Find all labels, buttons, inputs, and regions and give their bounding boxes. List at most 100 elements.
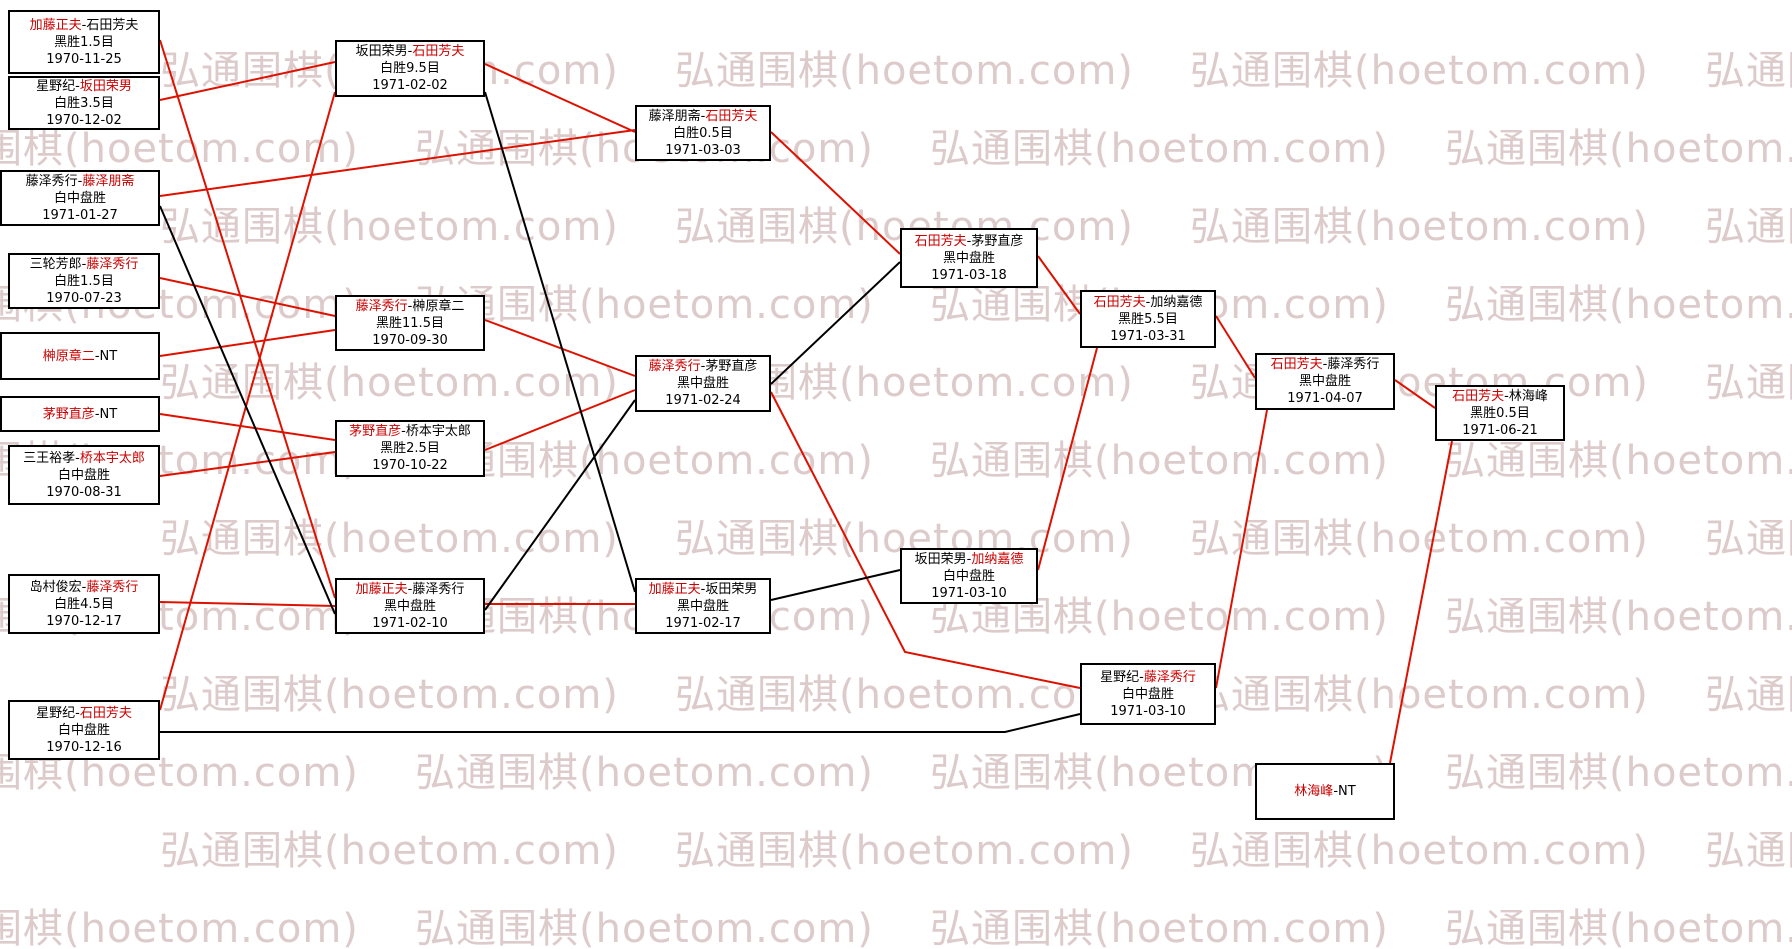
match-result: 白胜9.5目 (380, 61, 440, 76)
bracket-edge-red (159, 61, 336, 101)
match-players: 林海峰-NT (1294, 783, 1355, 800)
player-name: 加藤正夫 (29, 17, 82, 33)
bracket-edge-black (159, 205, 336, 615)
watermark-text: 弘通围棋(hoetom.com) (415, 906, 874, 949)
name-separator: - (407, 581, 413, 597)
bracket-edge-black (484, 91, 636, 593)
watermark-text: 弘通围棋(hoetom.com) (415, 438, 874, 484)
match-date: 1971-02-02 (372, 78, 448, 93)
name-separator: - (81, 256, 87, 272)
bracket-edge-red (159, 451, 336, 477)
name-separator: - (966, 233, 972, 249)
player-name: 榊原章二 (42, 348, 95, 364)
bracket-edge-red (484, 319, 636, 377)
player-name: 藤泽秀行 (355, 298, 408, 314)
watermark-text: 弘通围棋(hoetom.com) (1190, 516, 1649, 562)
match-box-F2: 林海峰-NT (1255, 763, 1395, 820)
match-players: 坂田荣男-加纳嘉德 (915, 551, 1024, 568)
watermark-text: 弘通围棋(hoetom.com) (675, 48, 1134, 94)
name-separator: - (75, 705, 80, 721)
match-date: 1970-08-31 (46, 484, 122, 500)
match-players: 藤泽秀行-藤泽朋斋 (26, 173, 135, 190)
watermark-text: 弘通围棋(hoetom.com) (1705, 48, 1792, 94)
match-result: 白中盘胜 (57, 467, 110, 483)
player-name: 三王裕孝 (23, 450, 76, 466)
player-name: 加纳嘉德 (971, 551, 1024, 567)
watermark-text: 弘通围棋(hoetom.com) (1190, 204, 1649, 250)
watermark-text: 弘通围棋(hoetom.com) (1705, 828, 1792, 874)
player-name: 星野纪 (36, 78, 76, 94)
name-separator: - (700, 581, 706, 597)
player-name: 藤泽秀行 (1327, 357, 1380, 372)
player-name: 藤泽朋斋 (648, 108, 701, 124)
watermark-text: 弘通围棋(hoetom.com) (1190, 48, 1649, 94)
player-name: 岛村俊宏 (29, 579, 82, 595)
watermark-text: 弘通围棋(hoetom.com) (1705, 360, 1792, 406)
match-date: 1971-03-10 (1110, 703, 1186, 719)
player-name: 榊原章二 (412, 298, 465, 314)
match-result: 黑胜11.5目 (376, 315, 444, 331)
match-players: 石田芳夫-林海峰 (1452, 388, 1548, 405)
watermark-text: 弘通围棋(hoetom.com) (1190, 672, 1649, 718)
match-players: 星野纪-坂田荣男 (36, 78, 132, 95)
player-name: 林海峰 (1294, 784, 1334, 799)
watermark-text: 弘通围棋(hoetom.com) (160, 672, 619, 718)
match-result: 黑中盘胜 (676, 598, 729, 614)
match-result: 黑中盘胜 (676, 376, 729, 391)
bracket-edge-red (1037, 347, 1098, 571)
match-date: 1971-03-18 (931, 267, 1007, 283)
match-players: 加藤正夫-石田芳夫 (30, 17, 139, 34)
bracket-edge-red (1215, 409, 1268, 689)
bracket-edge-red (159, 329, 336, 357)
watermark-text: 弘通围棋(hoetom.com) (1445, 906, 1792, 949)
player-name: 石田芳夫 (412, 44, 465, 59)
watermark-text: 弘通围棋(hoetom.com) (415, 750, 874, 796)
player-name: 加纳嘉德 (1150, 294, 1203, 310)
match-players: 三轮芳郎-藤泽秀行 (30, 256, 139, 273)
name-separator: - (75, 78, 80, 94)
match-result: 黑中盘胜 (383, 598, 436, 614)
match-players: 茅野直彦-NT (43, 406, 117, 423)
match-players: 岛村俊宏-藤泽秀行 (30, 579, 139, 596)
match-date: 1970-12-02 (46, 112, 122, 128)
match-result: 白胜3.5目 (54, 95, 114, 111)
player-name: 林海峰 (1508, 388, 1548, 404)
name-separator: - (401, 424, 406, 439)
match-players: 石田芳夫-藤泽秀行 (1271, 356, 1380, 373)
name-separator: - (94, 348, 100, 364)
player-name: 坂田荣男 (79, 78, 132, 94)
match-players: 藤泽朋斋-石田芳夫 (649, 108, 758, 125)
bracket-edge-black (770, 569, 901, 601)
player-name: 藤泽朋斋 (82, 173, 135, 189)
watermark-text: 弘通围棋(hoetom.com) (930, 438, 1389, 484)
bracket-edge-black (484, 399, 636, 611)
match-result: 黑胜1.5目 (54, 34, 114, 50)
bracket-edge-red (1394, 379, 1436, 409)
match-date: 1970-12-16 (46, 739, 122, 755)
bracket-edge-red (159, 601, 336, 607)
bracket-edge-black (770, 261, 901, 385)
match-players: 加藤正夫-藤泽秀行 (356, 581, 465, 598)
bracket-edge-red (159, 39, 336, 599)
match-date: 1970-07-23 (46, 290, 122, 306)
player-name: 坂田荣男 (914, 551, 967, 567)
match-players: 坂田荣男-石田芳夫 (356, 43, 465, 60)
player-name: 加藤正夫 (355, 581, 408, 597)
match-players: 藤泽秀行-茅野直彦 (649, 358, 758, 375)
bracket-edge-red (159, 277, 336, 317)
bracket-edge-red (159, 413, 336, 441)
player-name: 茅野直彦 (349, 424, 402, 439)
name-separator: - (966, 551, 972, 567)
name-separator: - (77, 173, 83, 189)
player-name: 茅野直彦 (42, 406, 95, 422)
watermark-text: 弘通围棋(hoetom.com) (160, 204, 619, 250)
name-separator: - (1145, 294, 1151, 310)
match-result: 黑胜5.5目 (1118, 311, 1178, 327)
